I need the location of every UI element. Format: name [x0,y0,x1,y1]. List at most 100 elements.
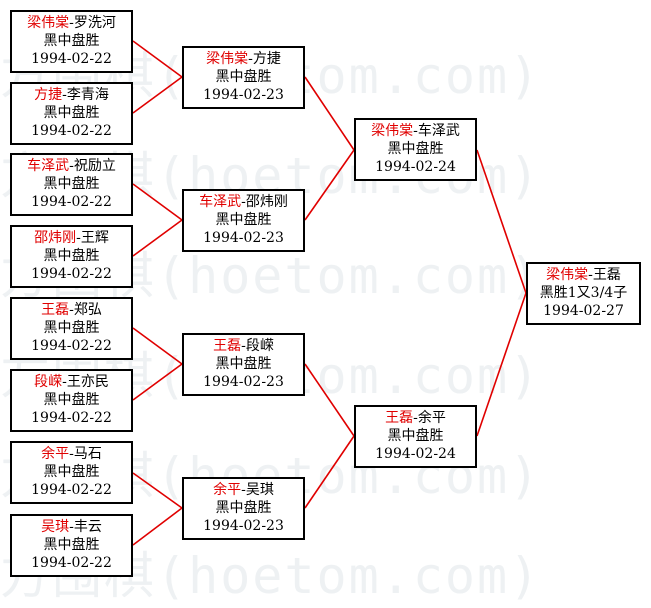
winner-name: 车泽武 [27,158,70,174]
match-players: 车泽武-邵炜刚 [199,194,288,210]
match-result: 黑中盘胜 [43,176,100,192]
match-players: 梁伟棠-方捷 [206,51,281,67]
connector-line [304,363,355,437]
match-box-round1: 方捷-李青海 黑中盘胜 1994-02-22 [10,82,133,145]
match-players: 余平-吴琪 [213,482,274,498]
loser-name: 方捷 [252,51,281,67]
winner-name: 余平 [213,482,242,498]
match-date: 1994-02-22 [31,338,112,354]
winner-name: 吴琪 [41,519,70,535]
connector-line [132,40,183,78]
match-players: 段嵘-王亦民 [34,374,109,390]
loser-name: 段嵘 [245,338,274,354]
match-box-round1: 段嵘-王亦民 黑中盘胜 1994-02-22 [10,369,133,432]
winner-name: 车泽武 [199,194,242,210]
match-date: 1994-02-22 [31,194,112,210]
match-players: 王磊-郑弘 [41,302,102,318]
match-box-round1: 余平-马石 黑中盘胜 1994-02-22 [10,441,133,504]
match-box-semifinal: 王磊-余平 黑中盘胜 1994-02-24 [354,405,477,468]
winner-name: 梁伟棠 [206,51,249,67]
connector-line [132,363,183,401]
winner-name: 梁伟棠 [371,123,414,139]
loser-name: 李青海 [66,87,109,103]
match-box-round2: 余平-吴琪 黑中盘胜 1994-02-23 [182,477,305,540]
loser-name: 王亦民 [66,374,109,390]
match-box-round1: 王磊-郑弘 黑中盘胜 1994-02-22 [10,297,133,360]
match-date: 1994-02-23 [203,230,284,246]
match-players: 王磊-段嵘 [213,338,274,354]
match-players: 梁伟棠-车泽武 [371,123,460,139]
match-box-round1: 梁伟棠-罗洗河 黑中盘胜 1994-02-22 [10,10,133,73]
loser-name: 邵炜刚 [245,194,288,210]
winner-name: 余平 [41,446,70,462]
match-result: 黑胜1又3/4子 [539,285,628,301]
match-date: 1994-02-22 [31,51,112,67]
match-players: 梁伟棠-王磊 [546,267,621,283]
loser-name: 丰云 [73,519,102,535]
match-box-round1: 吴琪-丰云 黑中盘胜 1994-02-22 [10,514,133,577]
connector-line [132,219,183,257]
loser-name: 罗洗河 [73,15,116,31]
match-result: 黑中盘胜 [215,69,272,85]
match-players: 吴琪-丰云 [41,519,102,535]
winner-name: 王磊 [41,302,70,318]
match-players: 车泽武-祝励立 [27,158,116,174]
match-result: 黑中盘胜 [43,464,100,480]
connector-line [132,183,183,221]
loser-name: 马石 [73,446,102,462]
loser-name: 王辉 [80,230,109,246]
match-date: 1994-02-23 [203,518,284,534]
match-box-semifinal: 梁伟棠-车泽武 黑中盘胜 1994-02-24 [354,118,477,181]
match-date: 1994-02-24 [375,159,456,175]
match-result: 黑中盘胜 [43,33,100,49]
connector-line [304,76,355,151]
match-result: 黑中盘胜 [215,356,272,372]
match-result: 黑中盘胜 [215,212,272,228]
match-date: 1994-02-27 [543,303,624,319]
match-date: 1994-02-22 [31,482,112,498]
winner-name: 梁伟棠 [27,15,70,31]
connector-line [132,472,183,509]
match-result: 黑中盘胜 [43,392,100,408]
match-players: 王磊-余平 [385,410,446,426]
match-players: 梁伟棠-罗洗河 [27,15,116,31]
winner-name: 梁伟棠 [546,267,589,283]
connector-line [132,507,183,546]
winner-name: 王磊 [385,410,414,426]
match-result: 黑中盘胜 [43,320,100,336]
bracket-canvas: 方围棋(hoetom.com) 方围棋(hoetom.com) 方围棋(hoet… [0,10,641,605]
match-players: 邵炜刚-王辉 [34,230,109,246]
match-date: 1994-02-22 [31,410,112,426]
connector-line [476,149,527,294]
connector-line [132,76,183,114]
loser-name: 祝励立 [73,158,116,174]
match-result: 黑中盘胜 [43,537,100,553]
winner-name: 邵炜刚 [34,230,77,246]
match-result: 黑中盘胜 [43,105,100,121]
match-box-round2: 王磊-段嵘 黑中盘胜 1994-02-23 [182,333,305,396]
match-box-round1: 车泽武-祝励立 黑中盘胜 1994-02-22 [10,153,133,216]
match-result: 黑中盘胜 [387,141,444,157]
loser-name: 车泽武 [417,123,460,139]
loser-name: 王磊 [592,267,621,283]
winner-name: 方捷 [34,87,63,103]
match-box-round2: 车泽武-邵炜刚 黑中盘胜 1994-02-23 [182,189,305,252]
match-date: 1994-02-22 [31,123,112,139]
connector-line [132,327,183,365]
connector-line [476,292,527,437]
match-players: 方捷-李青海 [34,87,109,103]
bracket-connector-lines [132,40,527,546]
connector-line [304,149,355,221]
match-players: 余平-马石 [41,446,102,462]
match-date: 1994-02-24 [375,446,456,462]
connector-line [304,435,355,509]
winner-name: 王磊 [213,338,242,354]
loser-name: 郑弘 [73,302,102,318]
match-date: 1994-02-22 [31,266,112,282]
match-result: 黑中盘胜 [43,248,100,264]
match-date: 1994-02-22 [31,555,112,571]
match-result: 黑中盘胜 [387,428,444,444]
loser-name: 余平 [417,410,446,426]
match-box-final: 梁伟棠-王磊 黑胜1又3/4子 1994-02-27 [526,262,641,325]
match-result: 黑中盘胜 [215,500,272,516]
